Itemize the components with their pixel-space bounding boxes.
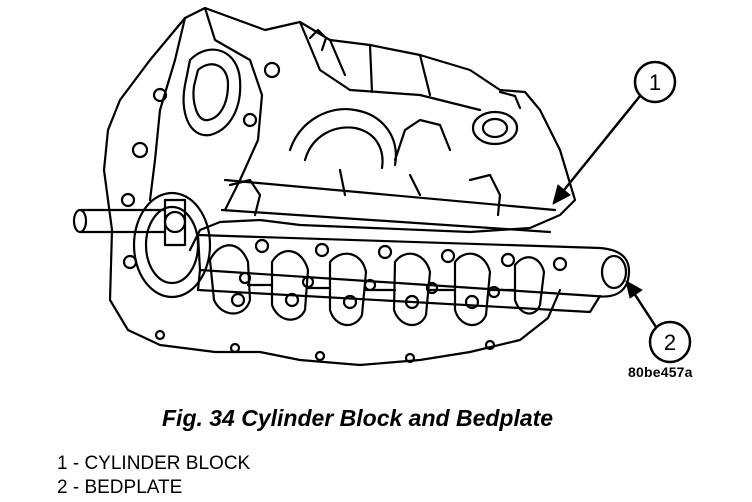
bedplate-drawing: [154, 233, 631, 364]
figure-code: 80be457a: [628, 364, 693, 380]
callout-1: 1: [552, 60, 677, 205]
callout-1-arrowhead: [552, 184, 571, 205]
callout-1-leader: [558, 94, 642, 197]
callout-2-arrowhead: [625, 280, 643, 299]
callout-1-circle: [633, 60, 677, 104]
legend: 1 - CYLINDER BLOCK 2 - BEDPLATE: [57, 452, 250, 500]
legend-item: 2 - BEDPLATE: [57, 477, 183, 498]
crankshaft-snout-drawing: [72, 191, 212, 299]
callout-2-leader: [630, 288, 658, 329]
cylinder-block-drawing: [102, 6, 577, 367]
callout-2: 2: [625, 280, 692, 364]
figure-caption: Fig. 34 Cylinder Block and Bedplate: [162, 405, 554, 431]
legend-item: 1 - CYLINDER BLOCK: [57, 453, 251, 474]
engine-block-illustration: 1 2: [72, 6, 692, 367]
callout-2-number: 2: [664, 330, 676, 355]
crankshaft-drawing: [208, 244, 546, 326]
callout-1-number: 1: [649, 70, 661, 95]
callout-2-circle: [648, 320, 692, 364]
